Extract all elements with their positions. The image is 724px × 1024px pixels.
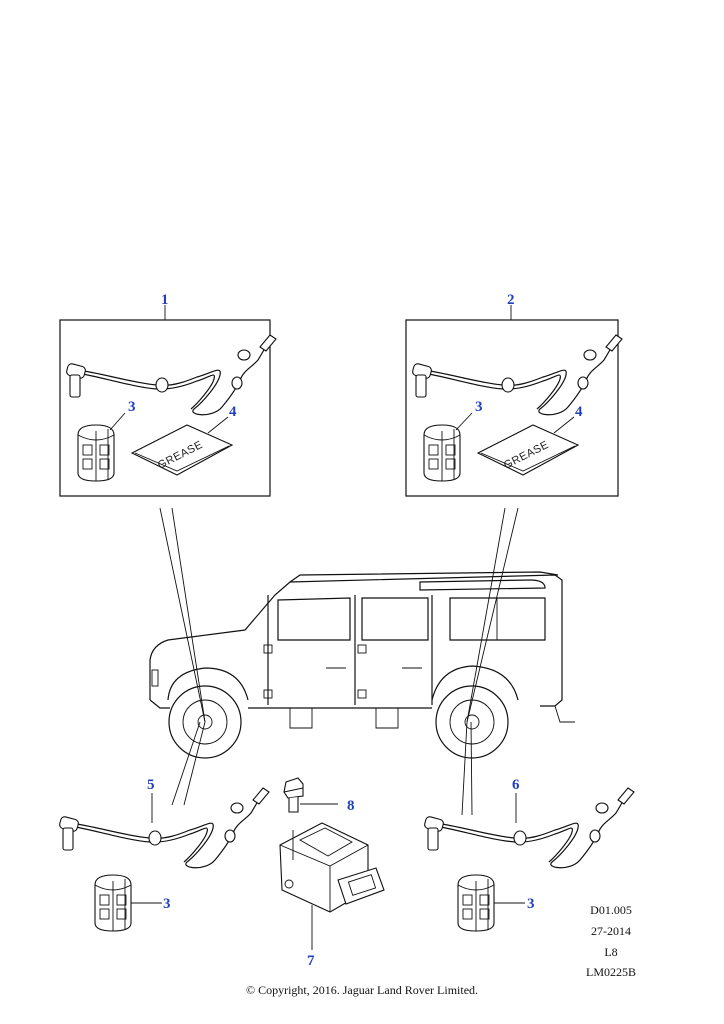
copyright-notice: © Copyright, 2016. Jaguar Land Rover Lim…	[245, 983, 479, 997]
callout-4: 4	[229, 404, 237, 420]
kit-leader-lines	[159, 507, 519, 816]
kit-box-rear-right	[405, 305, 623, 497]
reference-model: L8	[604, 945, 618, 959]
callout-7: 7	[307, 953, 315, 969]
bolt	[283, 777, 338, 813]
callout-3: 3	[128, 399, 136, 415]
callout-3: 3	[527, 896, 535, 912]
sensor-rear-right-assembly	[423, 787, 635, 932]
callout-6: 6	[512, 777, 520, 793]
sensor-front-left-assembly	[58, 787, 270, 932]
reference-number: LM0225B	[585, 965, 636, 979]
reference-code: D01.005	[590, 903, 632, 917]
kit-box-front-left	[59, 305, 277, 497]
callout-8: 8	[347, 798, 355, 814]
callout-1: 1	[161, 292, 169, 308]
callout-3: 3	[475, 399, 483, 415]
callout-4: 4	[575, 404, 583, 420]
callout-2: 2	[507, 292, 515, 308]
callout-5: 5	[147, 777, 155, 793]
reference-date: 27-2014	[591, 924, 631, 938]
callout-3: 3	[163, 896, 171, 912]
vehicle-outline	[149, 571, 575, 759]
control-module	[279, 822, 385, 950]
